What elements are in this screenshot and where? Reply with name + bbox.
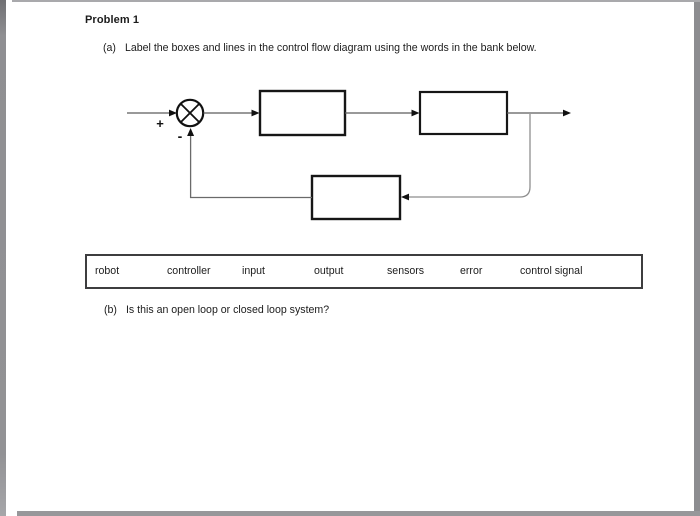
summing-junction-cross (180, 103, 200, 123)
plus-sign: + (156, 116, 164, 131)
junction-arrowhead-icon (187, 128, 195, 136)
part-b-prompt: (b) Is this an open loop or closed loop s… (104, 304, 329, 316)
diagram-feedback-box (310, 174, 402, 221)
summing-junction (175, 98, 205, 128)
word-bank: robot controller input output sensors er… (85, 254, 643, 289)
forward-path: + - (127, 89, 571, 144)
scan-edge-bottom (17, 511, 700, 516)
word-bank-item-error: error (460, 265, 483, 277)
scan-edge-right (694, 0, 700, 516)
word-bank-item-output: output (314, 265, 344, 277)
feedback-box-arrowhead-icon (401, 193, 409, 201)
scan-edge-left (0, 0, 6, 516)
box1-arrowhead-icon (251, 109, 260, 117)
box2-arrowhead-icon (411, 109, 420, 117)
word-bank-item-control-signal: control signal (520, 265, 583, 277)
problem-title: Problem 1 (85, 14, 140, 26)
part-a-text: Label the boxes and lines in the control… (124, 42, 537, 54)
diagram-box-1 (258, 89, 347, 137)
word-bank-item-input: input (242, 265, 265, 277)
feedback-path (187, 114, 531, 221)
control-flow-diagram: + - (100, 75, 590, 225)
minus-sign: - (178, 128, 183, 144)
word-bank-item-sensors: sensors (387, 265, 425, 277)
word-bank-item-controller: controller (167, 265, 211, 277)
input-arrowhead-icon (169, 109, 177, 117)
part-a-prompt: (a) Label the boxes and lines in the cont… (103, 42, 537, 54)
part-b-marker: (b) (104, 304, 117, 316)
feedback-return-line (189, 135, 312, 199)
diagram-box-2 (418, 90, 509, 136)
part-a-marker: (a) (103, 42, 116, 54)
word-bank-item-robot: robot (95, 265, 120, 277)
feedback-branch-line (409, 114, 531, 198)
scan-edge-top (12, 0, 700, 2)
control-flow-diagram-svg: + - (127, 89, 571, 221)
part-b-text: Is this an open loop or closed loop syst… (125, 304, 330, 316)
output-arrowhead-icon (563, 109, 571, 117)
